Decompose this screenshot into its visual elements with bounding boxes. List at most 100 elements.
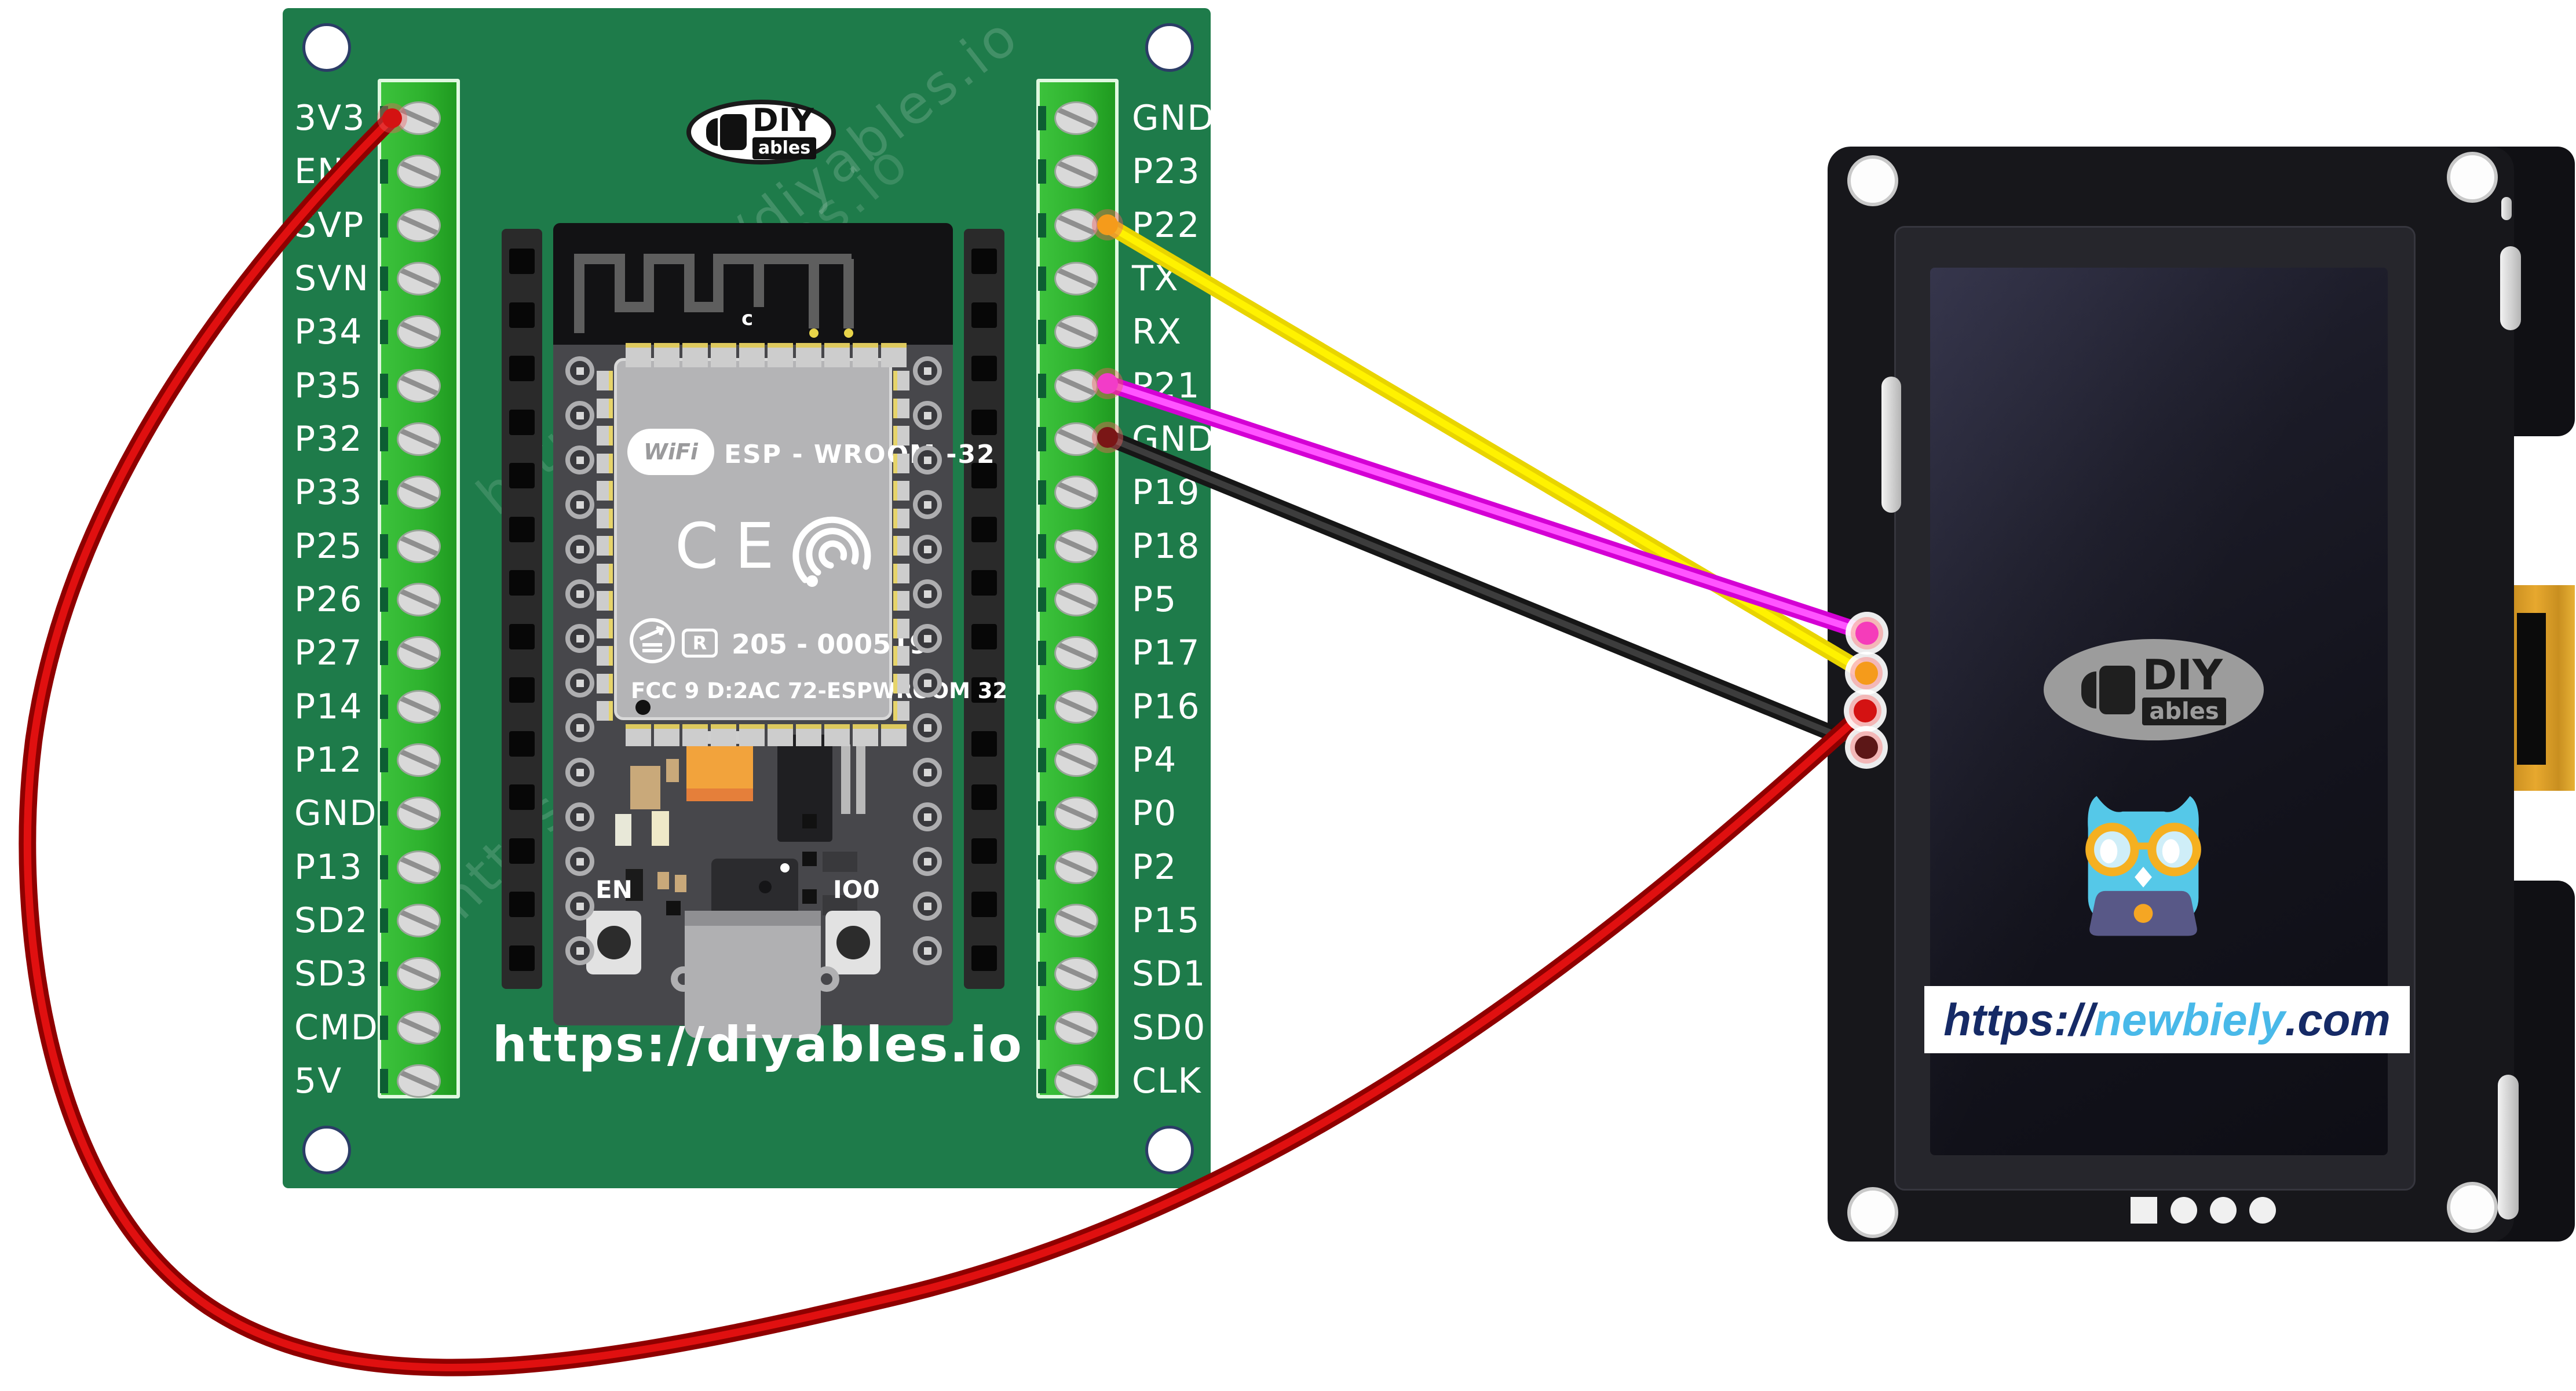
pin-tick: [380, 908, 388, 933]
pin-tick: [1038, 855, 1046, 879]
pin-label-P16: P16: [1132, 686, 1201, 727]
url-banner: https://newbiely.com: [1924, 986, 2410, 1053]
frame-clip: [2498, 1075, 2519, 1220]
pin-tick: [380, 641, 388, 666]
pin-label-P33: P33: [294, 472, 363, 513]
solder-pad: [893, 398, 909, 418]
wire-yellow: [1099, 217, 1875, 681]
solder-pad: [893, 618, 909, 638]
diyables-owl-icon: [706, 114, 747, 150]
pin-tick: [1038, 266, 1046, 291]
mount-hole: [1145, 23, 1194, 72]
psemark-icon: [630, 618, 675, 663]
terminal-screw: [397, 1064, 441, 1098]
header-pin: [971, 784, 997, 810]
pin-header-left: [502, 229, 542, 989]
pin-hole: [913, 356, 942, 385]
solder-pad: [654, 343, 679, 367]
solder-pad: [768, 724, 793, 746]
terminal-screw: [397, 636, 441, 670]
header-pin: [971, 623, 997, 649]
solder-pad: [597, 618, 613, 638]
terminal-screw: [397, 743, 441, 777]
pin-hole: [565, 802, 594, 831]
terminal-screw: [397, 315, 441, 349]
pin-tick: [1038, 641, 1046, 666]
diyables-logo-gray: DIY ables: [2044, 639, 2264, 740]
solder-pad: [597, 426, 613, 446]
flex-connector: [2509, 585, 2575, 791]
board-website-text: https://diyables.io: [492, 1016, 1024, 1073]
terminal-screw: [397, 957, 441, 991]
pin-tick: [1038, 106, 1046, 130]
solder-pad: [853, 343, 878, 367]
header-pin: [509, 249, 535, 274]
bottom-pad: [2210, 1197, 2237, 1224]
wire-magenta-core: [1104, 380, 1870, 637]
header-pin: [971, 945, 997, 971]
terminal-screw: [397, 101, 441, 135]
header-pin: [509, 731, 535, 757]
pin-label-SVP: SVP: [294, 205, 365, 246]
pin-hole: [913, 847, 942, 876]
pin-tick: [380, 1015, 388, 1040]
pin-tick: [380, 266, 388, 291]
pin-tick: [1038, 213, 1046, 238]
solder-pad: [597, 508, 613, 528]
component: [666, 901, 681, 915]
esp32-devkit: c WiFi ESP - WROOM -32 CE: [553, 223, 1007, 1038]
logo-ables-text: ables: [2142, 698, 2226, 725]
espressif-swirl-icon: [792, 516, 871, 587]
header-pin: [509, 570, 535, 596]
terminal-screw: [1054, 850, 1098, 884]
solder-pad: [597, 673, 613, 693]
terminal-screw: [1054, 368, 1098, 403]
chip-dot: [780, 863, 790, 872]
header-pin: [509, 838, 535, 864]
pin-tick: [1038, 534, 1046, 558]
pin-tick: [1038, 320, 1046, 345]
module-dot: [635, 700, 651, 715]
solder-pad: [654, 724, 679, 746]
pin-hole: [913, 401, 942, 430]
header-pin: [971, 409, 997, 435]
solder-pad: [711, 724, 736, 746]
pin-label-SD1: SD1: [1132, 954, 1207, 995]
led: [652, 811, 669, 846]
pin-header-right: [964, 229, 1004, 989]
pin-label-P2: P2: [1132, 846, 1178, 888]
terminal-screw: [1054, 689, 1098, 724]
pin-tick: [380, 106, 388, 130]
solder-pad: [626, 724, 651, 746]
wifi-logo: WiFi: [627, 429, 714, 475]
solder-pad: [881, 343, 907, 367]
solder-pad: [796, 343, 821, 367]
pin-hole: [565, 624, 594, 653]
pin-label-RX: RX: [1132, 312, 1182, 353]
bottom-pad: [2249, 1197, 2276, 1224]
pin-tick: [380, 801, 388, 826]
lcd-display-module: DIY ables https://newbiely.com: [1828, 147, 2575, 1242]
terminal-screw: [397, 582, 441, 616]
pin-hole: [913, 579, 942, 608]
solder-pad: [893, 508, 909, 528]
header-pin: [509, 677, 535, 703]
pin-tick: [380, 426, 388, 451]
bottom-pad: [2171, 1197, 2197, 1224]
pin-label-P21: P21: [1132, 365, 1201, 406]
pin-label-CLK: CLK: [1132, 1060, 1202, 1101]
terminal-screw: [1054, 476, 1098, 510]
pin-hole: [565, 847, 594, 876]
pin-label-P22: P22: [1132, 205, 1201, 246]
pin-tick: [380, 213, 388, 238]
pin-label-GND: GND: [294, 793, 378, 834]
transistor: [823, 852, 857, 872]
pin-label-P4: P4: [1132, 739, 1178, 780]
wire-yellow-core: [1104, 221, 1870, 677]
esp32-breakout-board: https://diyables.io https://diyables.io …: [283, 4, 1214, 1188]
fcc-line: FCC 9 D:2AC 72-ESPWROOM 32: [631, 678, 1008, 703]
pin-label-5V: 5V: [294, 1060, 343, 1101]
io0-button: [825, 911, 880, 974]
terminal-screw: [1054, 1010, 1098, 1045]
frame-clip: [1881, 377, 1901, 513]
